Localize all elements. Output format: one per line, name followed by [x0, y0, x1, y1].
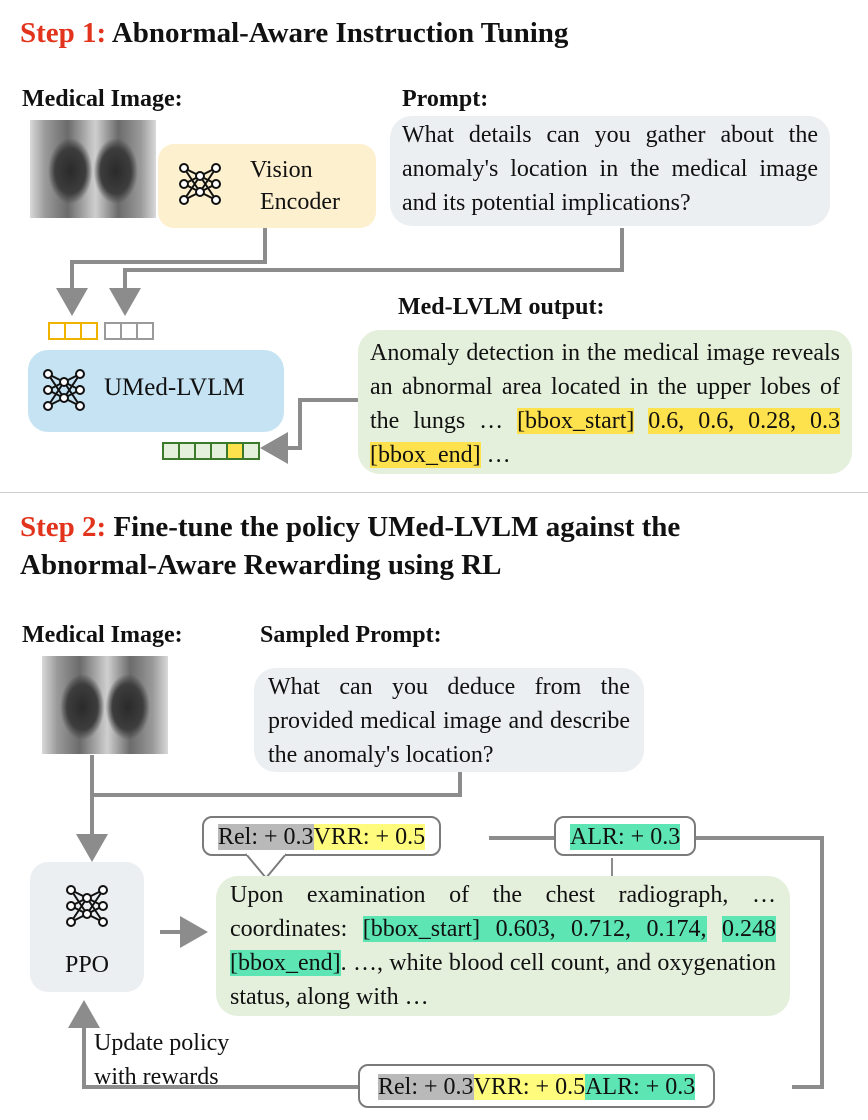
vision-encoder-line2: Encoder: [260, 189, 340, 215]
reward-callout-alr: ALR: + 0.3: [554, 816, 697, 856]
arrow-inputs-to-ppo: [76, 772, 462, 862]
arrow-prompt-to-tokens: [109, 228, 624, 316]
section-divider: [0, 492, 868, 493]
chest-xray-image: [30, 120, 156, 218]
reward-rel: Rel: + 0.3: [218, 824, 314, 850]
neural-network-icon: [43, 369, 85, 411]
bbox-start-token: [bbox_start] 0.603, 0.712, 0.174,: [362, 916, 707, 942]
vision-tokens: [48, 322, 98, 340]
chest-xray-image: [42, 656, 168, 754]
step1-medical-image-label: Medical Image:: [22, 86, 183, 112]
vision-encoder-line1: Vision: [250, 157, 313, 183]
umed-lvlm-label: UMed-LVLM: [104, 374, 245, 401]
arrow-update-policy: [68, 1000, 358, 1089]
med-lvlm-output-bubble: Anomaly detection in the medical image r…: [358, 330, 852, 474]
neural-network-icon: [179, 163, 221, 205]
output-text: Anomaly detection in the medical image r…: [370, 340, 840, 434]
step2-medical-image-label: Medical Image:: [22, 622, 183, 648]
med-lvlm-output-label: Med-LVLM output:: [398, 294, 605, 320]
arrow-encoder-to-tokens: [56, 228, 267, 316]
reward-vrr: VRR: + 0.5: [473, 1074, 586, 1100]
step1-prompt-bubble: What details can you gather about the an…: [390, 116, 830, 226]
text-tokens: [104, 322, 154, 340]
bbox-start-token: [bbox_start]: [517, 408, 635, 434]
step1-prompt-label: Prompt:: [402, 86, 489, 112]
sampled-prompt-text: What can you deduce from the provided me…: [268, 674, 630, 768]
output-tokens: [162, 442, 260, 460]
step2-title-line1: Fine-tune the policy UMed-LVLM against t…: [113, 511, 681, 543]
response-text-tail: . …, white blood cell count, and oxygena…: [230, 950, 776, 1010]
reward-alr: ALR: + 0.3: [570, 824, 681, 850]
update-line1: Update policy: [94, 1030, 230, 1056]
policy-response-bubble: Upon examination of the chest radiograph…: [216, 876, 790, 1016]
response-text: Upon examination of the chest radiograph…: [230, 882, 776, 942]
vision-encoder-label: Vision Encoder: [250, 154, 340, 218]
ppo-label: PPO: [64, 952, 110, 978]
step1-title: Abnormal-Aware Instruction Tuning: [111, 17, 569, 49]
update-line2: with rewards: [94, 1064, 219, 1090]
reward-alr: ALR: + 0.3: [585, 1074, 696, 1100]
reward-vrr: VRR: + 0.5: [313, 824, 426, 850]
umed-lvlm-box: UMed-LVLM: [28, 350, 284, 432]
step1-number: Step 1:: [20, 17, 107, 49]
combined-reward-box: Rel: + 0.3VRR: + 0.5ALR: + 0.3: [358, 1064, 716, 1108]
vision-encoder-box: Vision Encoder: [158, 144, 376, 228]
sampled-prompt-label: Sampled Prompt:: [260, 622, 442, 648]
output-ellipsis: …: [480, 442, 511, 468]
arrow-output-to-model: [260, 398, 358, 464]
step2-title-line2: Abnormal-Aware Rewarding using RL: [20, 549, 502, 581]
ppo-box: PPO: [30, 862, 144, 992]
neural-network-icon: [66, 885, 108, 927]
step1-heading: Step 1: Abnormal-Aware Instruction Tunin…: [20, 14, 568, 52]
reward-rel: Rel: + 0.3: [378, 1074, 474, 1100]
sampled-prompt-bubble: What can you deduce from the provided me…: [254, 668, 644, 772]
step1-prompt-text: What details can you gather about the an…: [402, 122, 818, 216]
update-policy-note: Update policy with rewards: [94, 1026, 229, 1094]
reward-callout-rel-vrr: Rel: + 0.3VRR: + 0.5: [202, 816, 442, 856]
step2-heading: Step 2: Fine-tune the policy UMed-LVLM a…: [20, 508, 680, 584]
step2-number: Step 2:: [20, 511, 107, 543]
